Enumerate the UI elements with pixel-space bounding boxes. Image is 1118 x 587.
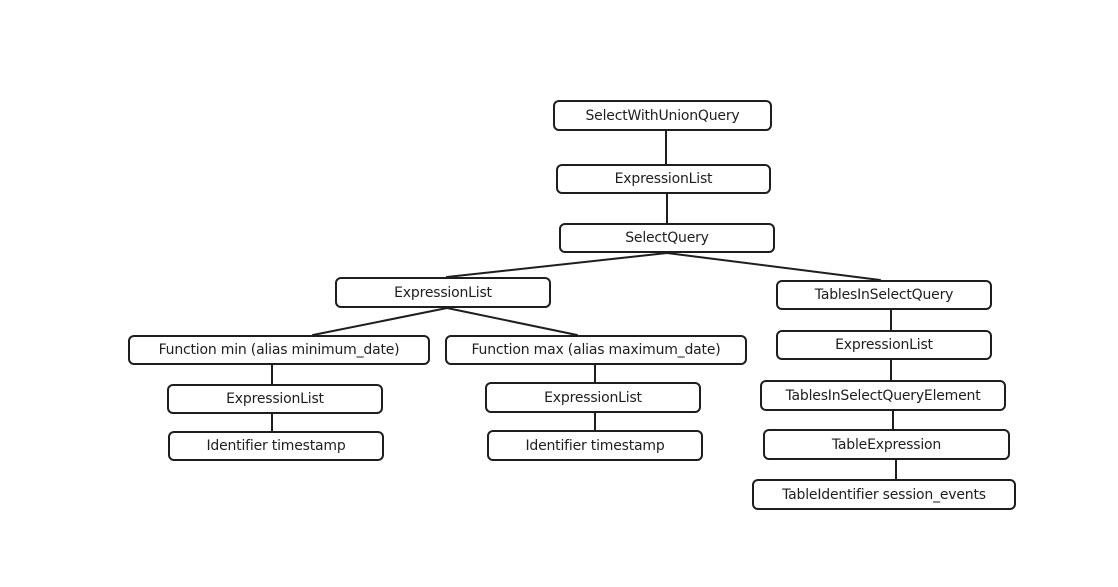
node-select-with-union-query: SelectWithUnionQuery xyxy=(553,100,772,131)
node-function-min: Function min (alias minimum_date) xyxy=(128,335,430,365)
edge-n3-n5 xyxy=(312,307,448,336)
node-function-max: Function max (alias maximum_date) xyxy=(445,335,747,365)
node-table-identifier-session-events: TableIdentifier session_events xyxy=(752,479,1016,510)
node-expression-list-select: ExpressionList xyxy=(335,277,551,308)
node-identifier-timestamp-max: Identifier timestamp xyxy=(487,430,703,461)
node-expression-list-tables: ExpressionList xyxy=(776,330,992,360)
node-tables-in-select-query-element: TablesInSelectQueryElement xyxy=(760,380,1006,411)
node-expression-list-max: ExpressionList xyxy=(485,382,701,413)
node-expression-list-min: ExpressionList xyxy=(167,384,383,414)
node-tables-in-select-query: TablesInSelectQuery xyxy=(776,280,992,310)
edge-n2-n3 xyxy=(446,252,668,278)
edge-n3-n6 xyxy=(446,307,578,336)
node-expression-list-top: ExpressionList xyxy=(556,164,771,194)
node-identifier-timestamp-min: Identifier timestamp xyxy=(168,431,384,461)
node-select-query: SelectQuery xyxy=(559,223,775,253)
edge-n2-n4 xyxy=(666,252,881,281)
node-table-expression: TableExpression xyxy=(763,429,1010,460)
